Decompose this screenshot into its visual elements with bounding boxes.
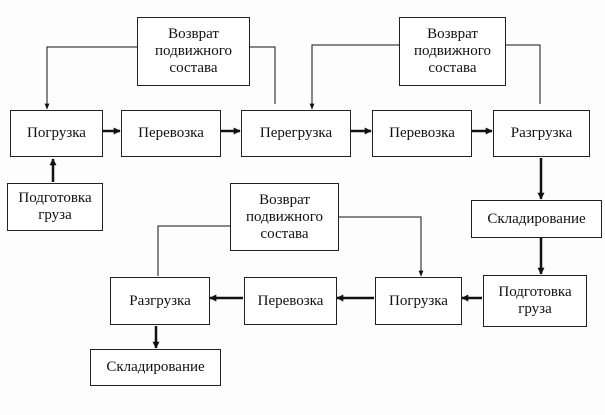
box-razgruzka-1: Разгрузка — [493, 110, 590, 157]
box-peregruzka: Перегрузка — [241, 110, 351, 157]
box-razgruzka-2: Разгрузка — [110, 277, 210, 325]
box-pogruzka-2: Погрузка — [375, 277, 462, 325]
box-perevozka-2: Перевозка — [372, 110, 472, 157]
box-skladirovanie-1: Складирование — [471, 200, 602, 238]
box-podgotovka-2: Подготовка груза — [483, 275, 587, 327]
return-line-3-tail — [157, 225, 230, 276]
box-podgotovka-1: Подготовка груза — [7, 183, 103, 231]
return-line-3 — [339, 216, 424, 277]
box-vozvrat-1: Возврат подвижного состава — [137, 17, 250, 86]
box-pogruzka-1: Погрузка — [10, 110, 103, 157]
return-line-1-tail — [250, 46, 276, 104]
return-line-2-tail — [506, 44, 541, 104]
box-skladirovanie-2: Складирование — [90, 349, 221, 386]
box-vozvrat-3: Возврат подвижного состава — [230, 183, 339, 251]
box-vozvrat-2: Возврат подвижного состава — [399, 17, 506, 86]
box-perevozka-3: Перевозка — [244, 277, 337, 325]
box-perevozka-1: Перевозка — [121, 110, 221, 157]
return-line-2 — [309, 44, 399, 110]
return-line-1 — [44, 46, 137, 110]
